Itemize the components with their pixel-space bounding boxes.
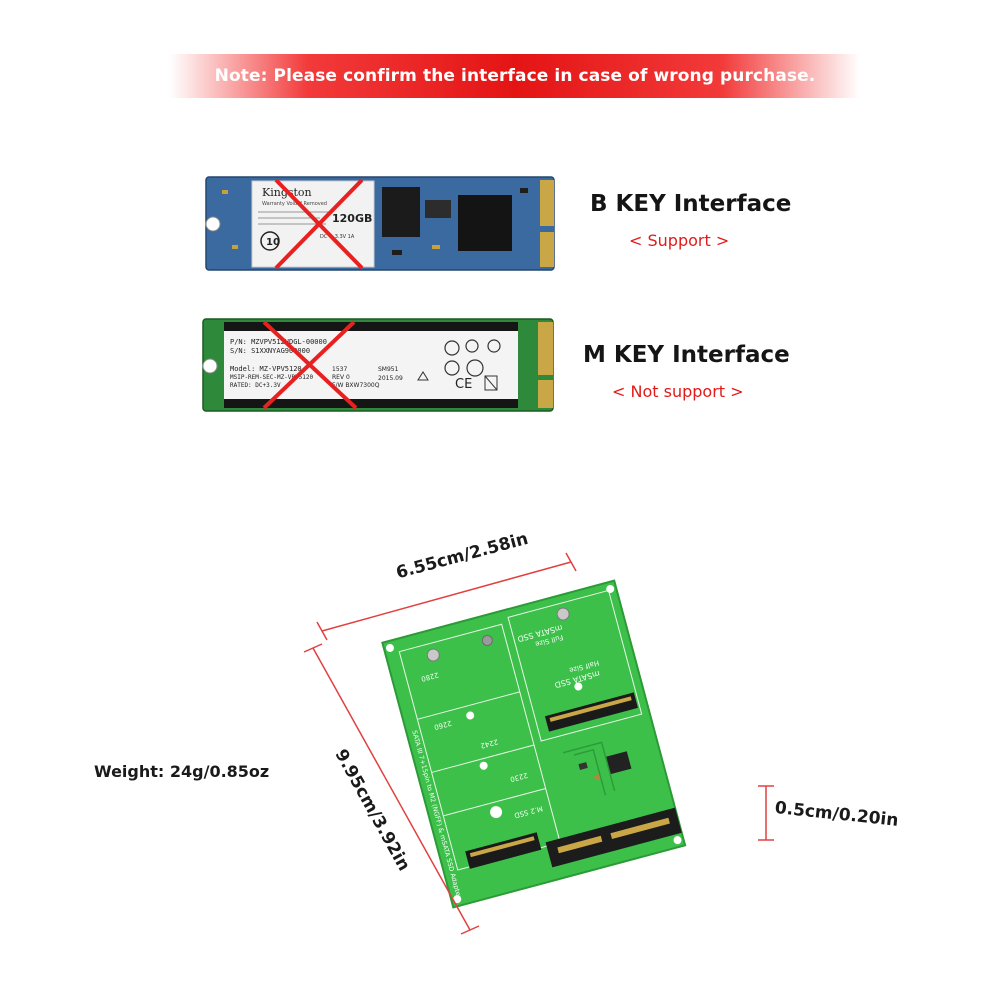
m-ssd-right-3: SM951 (378, 366, 399, 373)
m-ssd-line-2: Model: MZ-VPV5120 (230, 365, 302, 373)
adapter-board: mSATA SSD Full Size mSATA SSD Half Size … (381, 579, 687, 909)
b-ssd-capacity: 120GB (332, 212, 372, 225)
warning-banner: Note: Please confirm the interface in ca… (170, 54, 860, 98)
svg-text:10: 10 (266, 237, 280, 248)
m-ssd-line-3: MSIP-REM-SEC-MZ-VPV5120 (230, 374, 313, 381)
b-key-ssd-image: Kingston Warranty Void If Removed 120GB … (205, 176, 555, 271)
banner-text: Note: Please confirm the interface in ca… (214, 66, 816, 86)
b-key-title: B KEY Interface (590, 191, 792, 217)
m-key-status: < Not support > (612, 382, 744, 401)
b-ssd-sub: Warranty Void If Removed (262, 201, 327, 207)
m-ssd-right-1: REV 0 (332, 374, 350, 381)
m-ssd-line-0: P/N: MZVPV512HDGL-00000 (230, 338, 327, 346)
m-ssd-ce: CE (455, 377, 472, 392)
dimension-lines (303, 552, 774, 935)
weight-label: Weight: 24g/0.85oz (94, 762, 270, 781)
m-ssd-line-4: RATED: DC+3.3V (230, 382, 281, 389)
m-key-ssd-image: P/N: MZVPV512HDGL-00000 S/N: S1XXNYAG900… (202, 318, 554, 412)
m-ssd-right-4: 2015.09 (378, 375, 403, 382)
b-key-status: < Support > (629, 231, 730, 250)
m-ssd-right-2: F/W BXW7300Q (332, 382, 380, 389)
m-ssd-right-0: 1537 (332, 366, 347, 373)
b-ssd-voltage: DC + 3.3V 1A (320, 234, 355, 240)
m-key-title: M KEY Interface (583, 342, 790, 368)
m-ssd-line-1: S/N: S1XXNYAG900000 (230, 347, 310, 355)
